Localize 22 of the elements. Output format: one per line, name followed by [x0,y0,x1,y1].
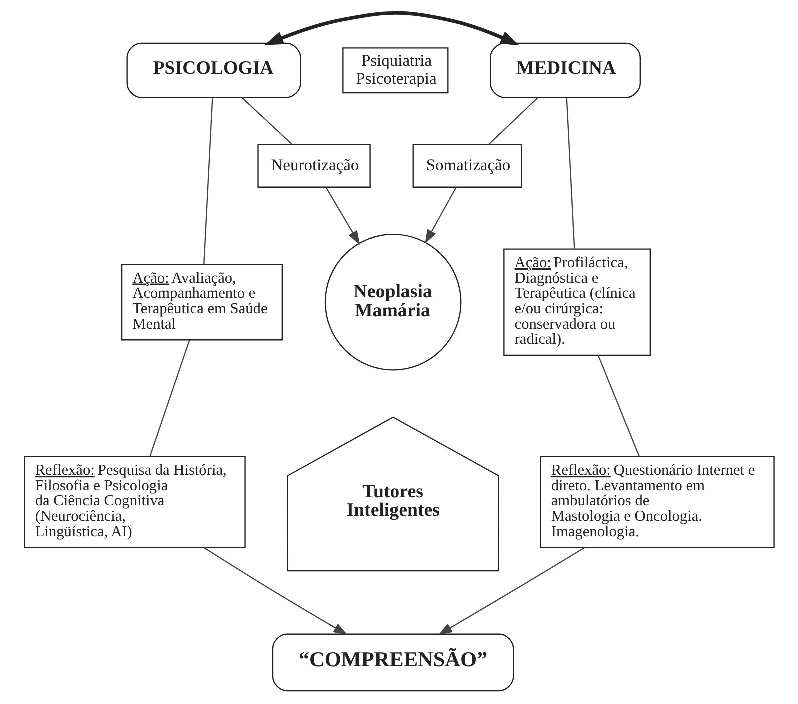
node-box: Ação:Profiláctica, Diagnóstica e Terapêutica (clínica e/ou cirúrgica: conservadora ou radical). [503,248,651,356]
connector [597,355,640,457]
connector [149,340,190,457]
arrow [424,187,456,244]
node-box: PSICOLOGIA [126,42,301,98]
connector [488,97,538,146]
arrow [325,187,360,246]
connector [203,98,213,264]
node-box: “COMPREENSÃO” [272,634,514,692]
arrow [438,547,585,636]
connector [566,98,575,250]
node-box: MEDICINA [490,42,640,98]
arrow [203,547,348,636]
node-box: Psiquiatria Psicoterapia [342,48,448,94]
node-box: Somatização [412,144,522,188]
node-box: Ação:Avaliação, Acompanhamento e Terapêutica em Saúde Mental [120,264,283,341]
node-box: Neurotização [257,144,370,188]
arrow [264,11,520,46]
connector [241,97,292,146]
node-circle: Neoplasia Mamária [324,234,462,371]
node-box: Reflexão: Questionário Internet e direto. Levantamento em ambulatórios de Mastologia e Oncologia. Imagenologia. [540,456,774,548]
node-box: Reflexão: Pesquisa da História, Filosofia e Psicologia da Ciência Cognitiva (Neurociência, Lingüística, AI) [24,456,246,548]
